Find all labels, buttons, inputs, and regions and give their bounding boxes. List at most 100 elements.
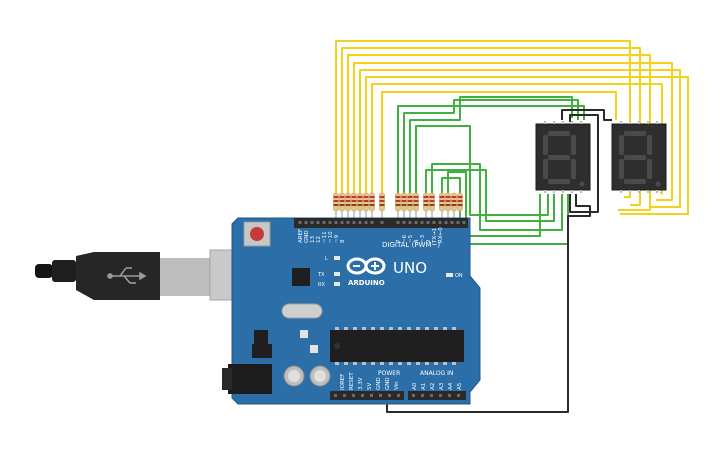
resistor[interactable] [345,192,351,219]
digital-pin-label: TX→1 [432,228,438,244]
wire-green-3[interactable] [409,96,573,196]
resistor[interactable] [339,192,345,219]
power-pin-label: IOREF [340,374,346,390]
segment [543,135,548,155]
wire-green-5[interactable] [425,169,555,222]
digital-pin-label: RX←0 [438,227,444,243]
resistor[interactable] [423,192,429,219]
resistor[interactable] [407,192,413,219]
segment [624,131,646,136]
segment [543,159,548,179]
wire-yellow-8[interactable] [381,91,617,196]
voltage-regulator [252,344,272,358]
usb-cable-boot [52,260,76,282]
digital-pin-label: 7 [396,239,402,243]
wire-black-bridge[interactable] [561,109,612,121]
crystal-oscillator [281,303,323,319]
model-label: UNO [393,259,427,277]
led-on-label: ON [455,273,463,279]
digital-pin-label: ~5 [408,234,414,243]
resistor[interactable] [439,192,445,219]
analog-pin-label: A1 [421,383,427,390]
display-segments [543,121,585,193]
resistor[interactable] [351,192,357,219]
wire-yellow-1[interactable] [335,40,631,198]
reset-button-cap[interactable] [250,227,264,241]
led-l [334,256,340,260]
wire-yellow-3[interactable] [347,54,651,211]
usb-icon [107,267,147,284]
decimal-point [655,181,661,187]
chip-notch [334,343,340,349]
digital-pin-label: 4 [414,239,420,243]
wire-green-2[interactable] [403,99,579,196]
segment [619,159,624,179]
resistor[interactable] [457,192,463,219]
analog-pin-label: A3 [439,382,445,390]
resistor[interactable] [333,192,339,219]
digital-pin-label: ~3 [420,234,426,243]
resistor[interactable] [429,192,435,219]
led-rx-label: RX [318,282,325,288]
resistor[interactable] [445,192,451,219]
segment [619,135,624,155]
smd-part-1 [300,330,308,338]
resistor[interactable] [395,192,401,219]
yellow-wires[interactable] [335,40,689,215]
digital-pin-label: ~6 [402,234,408,243]
digital-label: DIGITAL (PWM~) [382,241,440,249]
decimal-point [579,181,585,187]
analog-header[interactable] [408,391,466,400]
resistor[interactable] [363,192,369,219]
power-pin-label: GND [385,377,391,390]
wire-black-common-1[interactable] [569,114,599,213]
usb-plug-metal [160,258,210,296]
segment [548,131,570,136]
analog-pin-label: A4 [448,382,454,390]
green-wires[interactable] [397,96,585,245]
analog-pin-label: A5 [457,382,463,390]
digital-pin-label: AREF [298,229,304,243]
led-tx-label: TX [317,272,325,278]
brand-label: ARDUINO [348,279,385,287]
resistor[interactable] [369,192,375,219]
resistor[interactable] [357,192,363,219]
wire-black-gnd[interactable] [386,194,591,413]
wire-yellow-5[interactable] [359,69,681,208]
wire-yellow-4[interactable] [353,62,673,201]
digital-pin-label: ~11 [322,231,328,243]
seven-segment-display-1[interactable] [535,121,591,193]
digital-pin-label: 2 [426,240,432,244]
wire-green-1[interactable] [397,105,585,196]
wire-yellow-6[interactable] [365,76,689,215]
seven-segment-display-2[interactable] [611,121,667,193]
black-wires[interactable] [386,109,612,413]
chip-pins [335,327,456,365]
icsp-chip [254,330,268,344]
analog-pin-label: A2 [430,383,436,390]
wire-yellow-2[interactable] [341,47,641,206]
segment [548,155,570,160]
capacitor-1-top [288,370,300,382]
resistor[interactable] [413,192,419,219]
wire-green-6[interactable] [431,163,563,231]
power-jack-tip [222,368,232,390]
power-jack[interactable] [228,364,272,394]
digital-header-holes [298,221,466,224]
arduino-infinity-logo [346,257,386,275]
power-header[interactable] [330,391,404,400]
resistor[interactable] [401,192,407,219]
wire-yellow-7[interactable] [371,83,663,196]
power-pin-label: GND [376,377,382,390]
digital-pin-label: 13 [310,236,316,243]
resistor[interactable] [379,192,385,219]
segment [624,179,646,184]
resistor-array[interactable] [333,192,463,219]
resistor[interactable] [451,192,457,219]
segment [647,159,652,179]
digital-pin-label: ~10 [328,231,334,243]
